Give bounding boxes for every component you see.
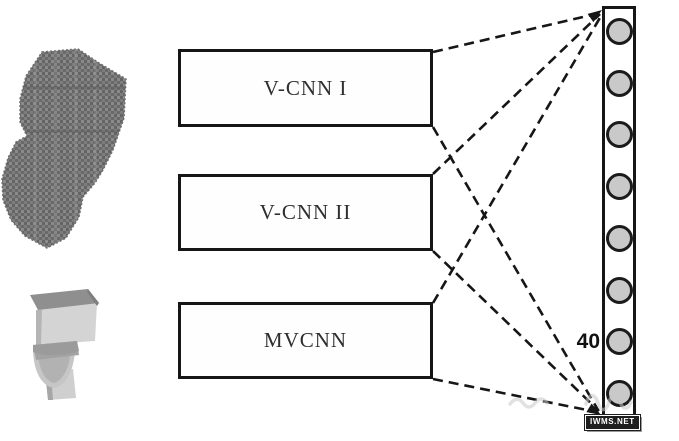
output-node xyxy=(605,69,633,97)
output-node xyxy=(605,328,633,356)
arrowheads xyxy=(586,10,602,415)
output-layer xyxy=(602,6,636,419)
output-node xyxy=(605,18,633,45)
mesh-model-image xyxy=(30,289,99,400)
branch-box-vcnn1: V-CNN I xyxy=(178,49,433,127)
branch-label-vcnn2: V-CNN II xyxy=(259,200,352,224)
output-node xyxy=(605,173,633,201)
branch-label-vcnn1: V-CNN I xyxy=(263,75,348,100)
output-node xyxy=(605,224,633,252)
output-node xyxy=(605,276,633,304)
output-node xyxy=(605,121,633,149)
watermark-badge: iwms.net xyxy=(585,415,640,430)
branch-box-mvcnn: MVCNN xyxy=(178,302,433,379)
branch-box-vcnn2: V-CNN II xyxy=(178,174,433,251)
voxel-model-image xyxy=(1,48,127,249)
output-node xyxy=(605,379,633,407)
branch-label-mvcnn: MVCNN xyxy=(263,328,348,352)
class-count-label: 40 xyxy=(576,330,600,353)
